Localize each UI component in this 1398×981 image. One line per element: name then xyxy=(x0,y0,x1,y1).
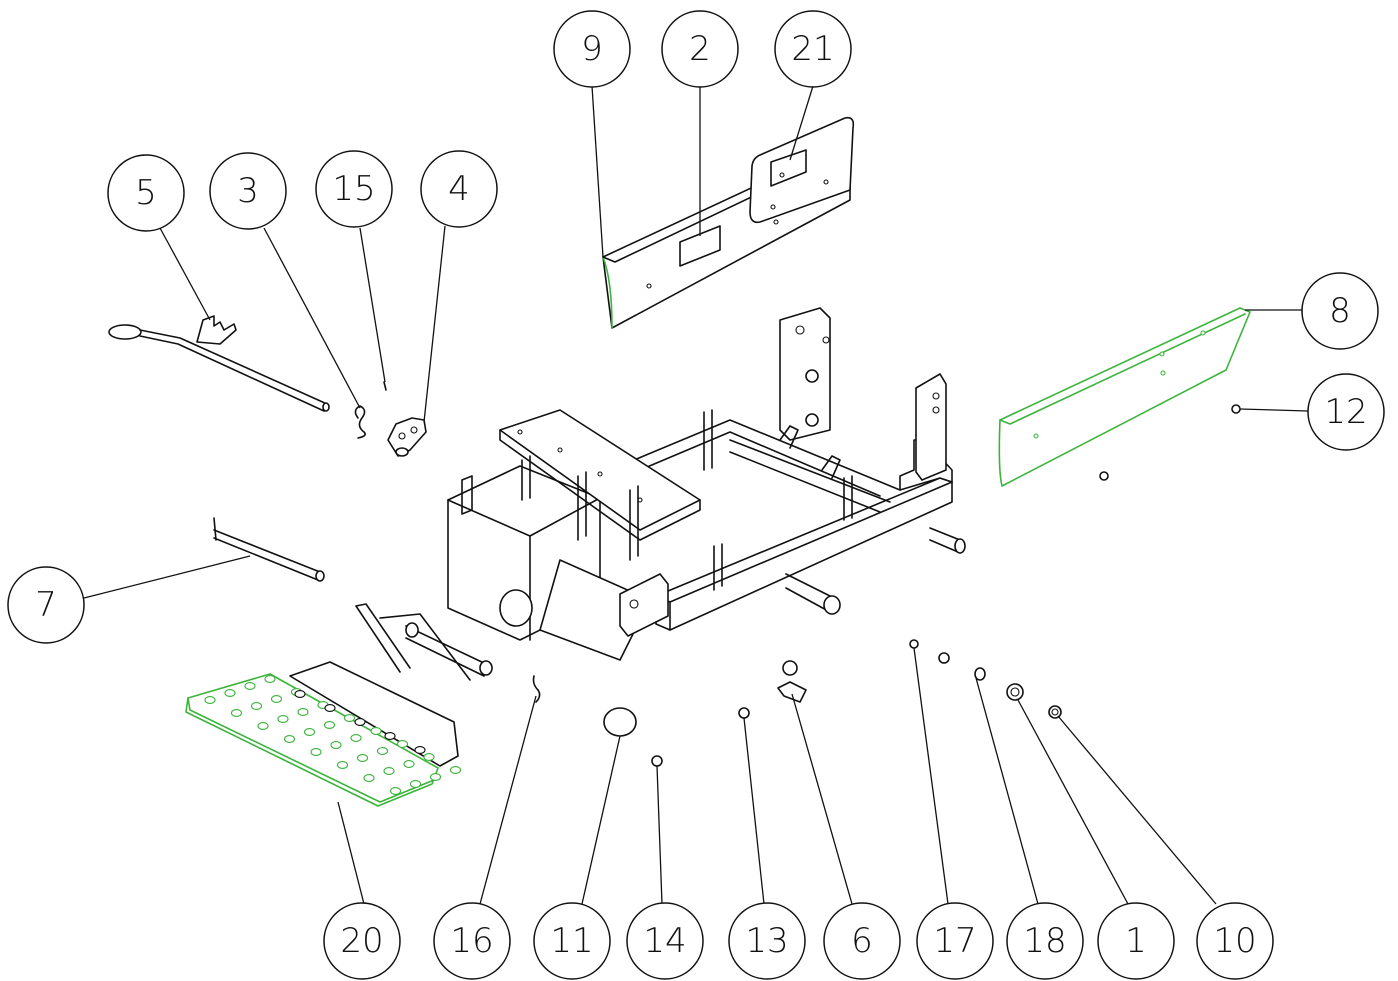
part-6-bracket xyxy=(777,660,807,703)
step-plate-hole xyxy=(389,787,402,795)
svg-text:9: 9 xyxy=(581,29,603,69)
svg-text:11: 11 xyxy=(550,921,593,961)
callout-5: 5 xyxy=(107,154,185,232)
svg-text:15: 15 xyxy=(332,169,375,209)
callout-11: 11 xyxy=(533,902,611,980)
svg-text:12: 12 xyxy=(1324,392,1367,432)
step-plate-hole xyxy=(429,773,442,781)
step-plate-hole xyxy=(414,746,426,754)
step-plate-hole xyxy=(350,734,362,742)
svg-text:1: 1 xyxy=(1125,921,1147,961)
callout-7: 7 xyxy=(7,566,85,644)
step-plate-hole xyxy=(409,780,422,788)
step-plate-hole xyxy=(354,718,366,726)
svg-text:14: 14 xyxy=(643,921,686,961)
step-plate-hole xyxy=(250,702,263,710)
callout-8: 8 xyxy=(1301,272,1379,350)
step-plate-hole xyxy=(303,728,316,736)
callout-16: 16 xyxy=(433,902,511,980)
part-8-right-panel xyxy=(998,307,1251,487)
step-plate-hole xyxy=(244,682,256,690)
step-plate-hole xyxy=(204,696,216,704)
step-plate-hole xyxy=(384,732,396,740)
callout-6: 6 xyxy=(823,902,901,980)
svg-text:10: 10 xyxy=(1213,921,1256,961)
callout-18: 18 xyxy=(1006,902,1084,980)
part-20-step-plate xyxy=(185,603,493,807)
part-7-rod xyxy=(213,517,325,582)
svg-text:16: 16 xyxy=(450,921,493,961)
svg-text:2: 2 xyxy=(689,29,711,69)
part-4-bracket xyxy=(387,417,427,457)
callout-12: 12 xyxy=(1307,373,1385,451)
step-plate-hole xyxy=(356,754,369,762)
svg-text:17: 17 xyxy=(933,921,976,961)
svg-text:20: 20 xyxy=(340,921,383,961)
svg-text:4: 4 xyxy=(448,169,470,209)
callout-10: 10 xyxy=(1196,902,1274,980)
callout-14: 14 xyxy=(626,902,704,980)
callout-13: 13 xyxy=(728,902,806,980)
svg-text:7: 7 xyxy=(35,585,57,625)
part-21-cover-plate xyxy=(749,116,855,224)
part-3-spring xyxy=(354,405,366,439)
main-frame xyxy=(447,307,966,661)
step-plate-hole xyxy=(323,721,336,729)
step-plate-hole xyxy=(376,747,389,755)
svg-text:3: 3 xyxy=(237,171,259,211)
callout-4: 4 xyxy=(420,150,498,228)
callout-17: 17 xyxy=(916,902,994,980)
part-16-clip xyxy=(532,675,541,703)
svg-text:5: 5 xyxy=(135,173,157,213)
part-2-label-plate xyxy=(679,225,721,267)
step-plate-hole xyxy=(264,675,276,683)
svg-text:6: 6 xyxy=(851,921,873,961)
step-plate-hole xyxy=(336,761,349,769)
part-13-bolt xyxy=(738,707,750,719)
callout-20: 20 xyxy=(323,902,401,980)
step-plate-hole xyxy=(294,690,306,698)
part-10-washer xyxy=(1048,705,1062,719)
svg-text:18: 18 xyxy=(1023,921,1066,961)
svg-text:21: 21 xyxy=(791,29,834,69)
part-11-cap xyxy=(603,707,637,737)
svg-text:8: 8 xyxy=(1329,291,1351,331)
step-plate-hole xyxy=(257,722,269,730)
step-plate-hole xyxy=(403,760,415,768)
step-plate-hole xyxy=(383,767,395,775)
callout-9: 9 xyxy=(553,10,631,88)
step-plate-hole xyxy=(363,774,375,782)
step-plate-hole xyxy=(449,766,462,774)
leader-lines xyxy=(83,85,1309,905)
part-14-nut xyxy=(651,755,663,767)
callout-21: 21 xyxy=(774,10,852,88)
step-plate-hole xyxy=(370,727,382,735)
step-plate-hole xyxy=(277,715,289,723)
part-12-screw xyxy=(1099,404,1241,481)
step-plate-hole xyxy=(310,748,322,756)
step-plate-hole xyxy=(423,753,435,761)
step-plate-hole xyxy=(230,709,243,717)
part-17-screw xyxy=(909,639,919,649)
step-plate-hole xyxy=(224,689,236,697)
step-plate-hole xyxy=(396,740,409,748)
step-plate-hole xyxy=(297,708,309,716)
callout-3: 3 xyxy=(209,152,287,230)
part-15-pin xyxy=(383,381,387,391)
svg-text:13: 13 xyxy=(745,921,788,961)
callout-1: 1 xyxy=(1097,902,1175,980)
part-18-bushing xyxy=(938,652,986,681)
step-plate-hole xyxy=(343,714,356,722)
part-5-lever xyxy=(108,315,330,412)
step-plate-hole xyxy=(270,695,283,703)
part-1-washer xyxy=(1006,683,1024,701)
step-plate-hole xyxy=(330,741,342,749)
step-plate-holes xyxy=(204,675,462,795)
callout-15: 15 xyxy=(315,150,393,228)
callout-balloons: 9 2 21 5 3 15 4 8 12 7 20 16 11 14 13 6 … xyxy=(7,10,1385,980)
step-plate-hole xyxy=(283,735,296,743)
callout-2: 2 xyxy=(661,10,739,88)
step-plate-hole xyxy=(324,704,336,712)
